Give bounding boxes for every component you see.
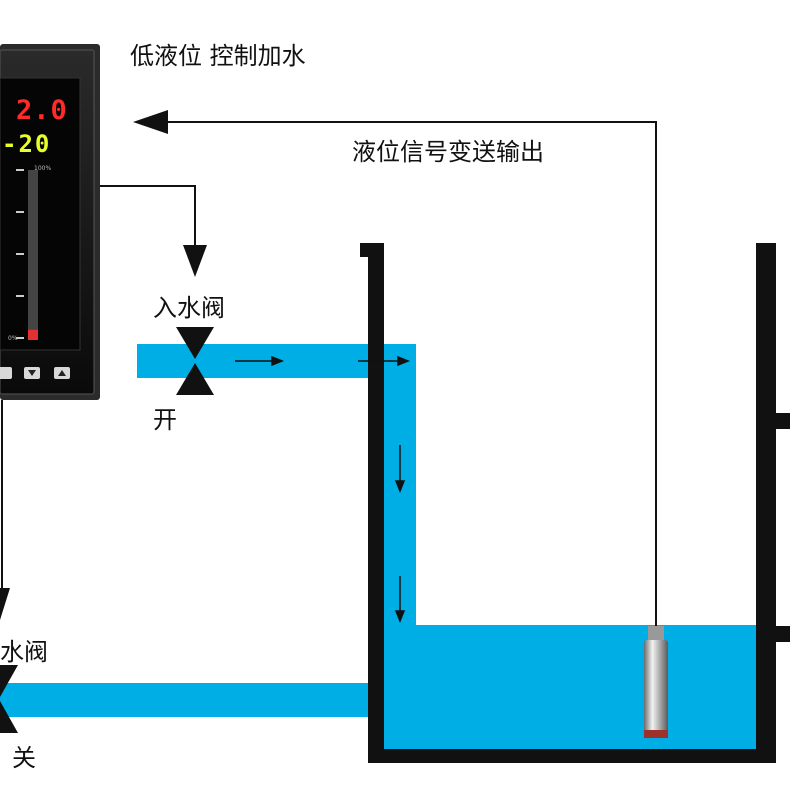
bar-bottom-label: 0% <box>8 335 18 342</box>
outlet-valve-icon <box>0 665 18 733</box>
controller-pv: 2.0 <box>16 95 68 126</box>
signal-label: 液位信号变送输出 <box>352 138 544 166</box>
mode-label: 低液位 控制加水 <box>130 42 306 70</box>
controller <box>0 44 100 400</box>
inlet-valve-icon <box>176 327 214 395</box>
inlet-valve-state: 开 <box>153 406 177 434</box>
control-line <box>98 185 196 250</box>
tank-water <box>384 625 758 749</box>
outlet-valve-label: 水阀 <box>0 638 48 666</box>
level-bar <box>28 170 38 340</box>
level-bar-fill <box>28 329 38 340</box>
controller-sv: -20 <box>2 130 52 158</box>
control-arrowhead <box>183 245 207 277</box>
outlet-valve-state: 关 <box>12 744 36 772</box>
level-probe <box>644 626 668 738</box>
controller-buttons <box>0 367 70 379</box>
flow-arrows <box>235 355 411 624</box>
signal-line <box>155 121 657 628</box>
outlet-control-arrowhead <box>0 588 10 620</box>
outlet-pipe <box>0 683 384 717</box>
bar-top-label: 100% <box>34 165 52 172</box>
tank <box>360 243 790 763</box>
signal-arrowhead <box>133 110 168 134</box>
inlet-valve-label: 入水阀 <box>153 294 225 322</box>
